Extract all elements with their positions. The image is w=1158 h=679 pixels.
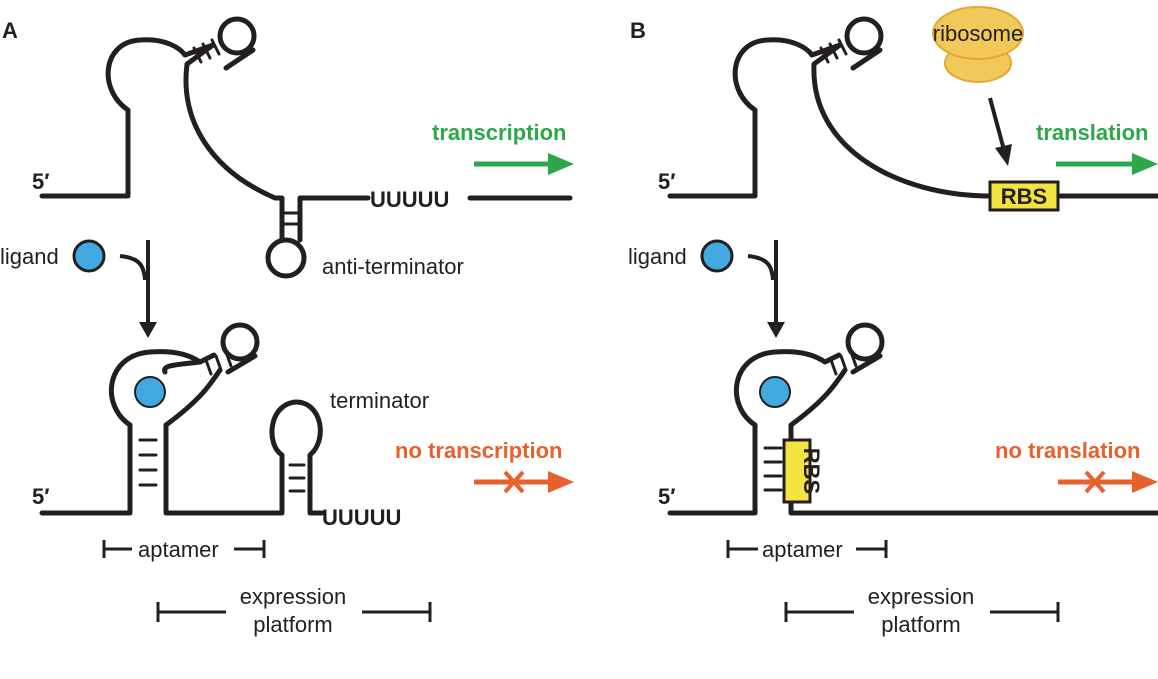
panel-a-aptamer-bracket bbox=[102, 540, 266, 558]
panel-b-rbs-bottom: RBS bbox=[799, 448, 824, 494]
panel-a: A 5′ UUUUU anti-terminator transcription… bbox=[0, 16, 574, 637]
panel-b-expression-label-1: expression bbox=[868, 584, 974, 609]
panel-b-expression-bracket bbox=[784, 602, 1060, 622]
panel-b-aptamer-bracket bbox=[726, 540, 888, 558]
panel-a-off-arrow bbox=[474, 470, 574, 494]
panel-a-down-arrow bbox=[139, 240, 157, 338]
panel-a-aptamer-label: aptamer bbox=[138, 537, 219, 562]
panel-a-on-arrow bbox=[474, 153, 574, 175]
panel-b-off-arrow bbox=[1058, 470, 1158, 494]
panel-a-letter: A bbox=[2, 18, 18, 43]
panel-b-off-strand bbox=[667, 322, 1158, 516]
panel-b-ligand-icon bbox=[700, 239, 734, 273]
panel-b-ribosome-label: ribosome bbox=[933, 21, 1023, 46]
panel-b-bound-ligand-icon bbox=[759, 376, 791, 408]
panel-b-letter: B bbox=[630, 18, 646, 43]
panel-b-expression-label-2: platform bbox=[881, 612, 960, 637]
panel-b-ribosome-arrow bbox=[988, 97, 1012, 166]
panel-b-aptamer-label: aptamer bbox=[762, 537, 843, 562]
panel-b-five-prime-top: 5′ bbox=[658, 169, 676, 194]
panel-a-bound-ligand-icon bbox=[134, 376, 166, 408]
panel-b-five-prime-bottom: 5′ bbox=[658, 484, 676, 509]
panel-a-terminator-label: terminator bbox=[330, 388, 429, 413]
panel-a-off-strand bbox=[39, 322, 325, 516]
panel-b-ligand-label: ligand bbox=[628, 244, 687, 269]
panel-a-expression-label-2: platform bbox=[253, 612, 332, 637]
panel-b-rbs-box-bottom bbox=[782, 438, 812, 504]
panel-b-down-arrow bbox=[767, 240, 785, 338]
ribosome-icon bbox=[932, 6, 1024, 83]
panel-a-ligand-joiner bbox=[119, 254, 147, 281]
panel-b-rbs-top: RBS bbox=[1001, 184, 1047, 209]
panel-b-ligand-joiner bbox=[747, 254, 775, 281]
panel-b-on-strand bbox=[667, 16, 1158, 199]
panel-b-off-label: no translation bbox=[995, 438, 1140, 463]
panel-a-ligand-label: ligand bbox=[0, 244, 59, 269]
panel-b-on-arrow bbox=[1056, 153, 1158, 175]
panel-a-uuuuu-top: UUUUU bbox=[370, 187, 449, 212]
panel-a-on-label: transcription bbox=[432, 120, 566, 145]
panel-a-uuuuu-bottom: UUUUU bbox=[322, 505, 401, 530]
panel-a-off-label: no transcription bbox=[395, 438, 562, 463]
panel-b-on-label: translation bbox=[1036, 120, 1148, 145]
panel-a-expression-label-1: expression bbox=[240, 584, 346, 609]
panel-a-on-strand bbox=[39, 16, 573, 279]
panel-a-ligand-icon bbox=[72, 239, 106, 273]
panel-a-expression-bracket bbox=[156, 602, 432, 622]
panel-a-five-prime-bottom: 5′ bbox=[32, 484, 50, 509]
panel-b: B RBS 5′ ribosome translation ligand bbox=[628, 6, 1158, 637]
panel-b-rbs-box-top bbox=[988, 180, 1060, 212]
panel-a-five-prime-top: 5′ bbox=[32, 169, 50, 194]
panel-a-anti-terminator-label: anti-terminator bbox=[322, 254, 464, 279]
